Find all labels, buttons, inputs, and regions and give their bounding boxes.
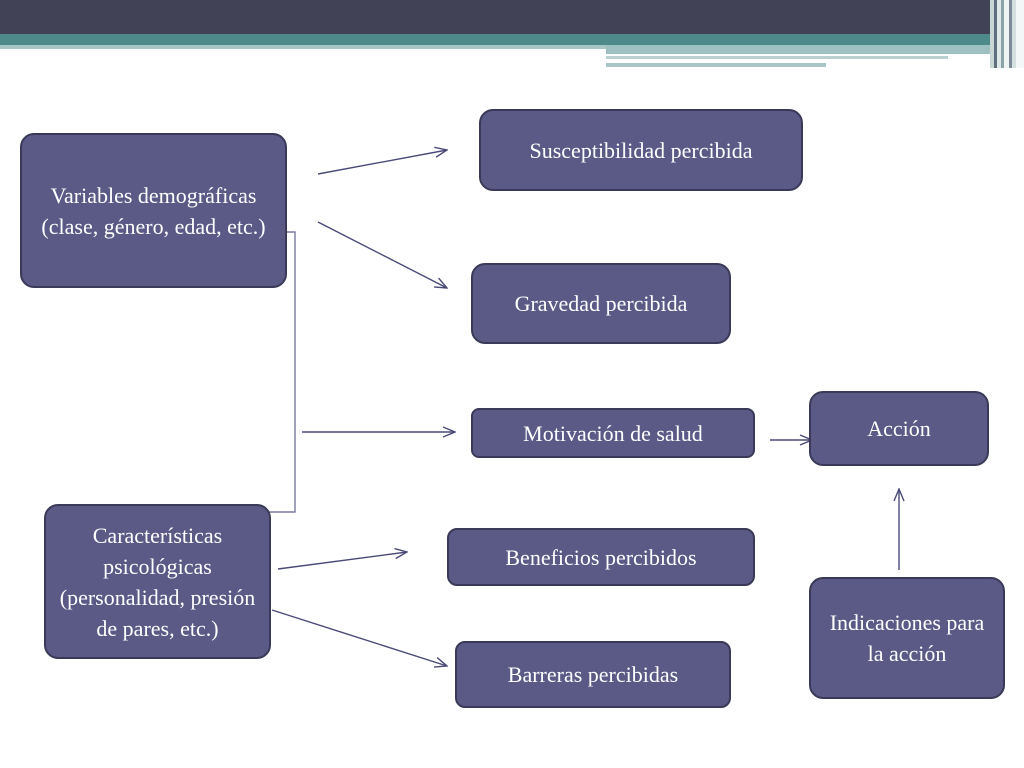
node-beneficios-percibidos: Beneficios percibidos <box>447 528 755 586</box>
arrow-to-gravedad <box>317 221 447 288</box>
arrow-to-barreras <box>271 609 447 666</box>
node-caracteristicas-psicologicas: Características psicológicas (personalid… <box>44 504 271 659</box>
node-barreras-percibidas: Barreras percibidas <box>455 641 731 708</box>
header-dark-band <box>0 0 1024 34</box>
header-teal-band <box>0 34 1024 45</box>
node-indicaciones-para-la-accion: Indicaciones para la acción <box>809 577 1005 699</box>
node-label: Motivación de salud <box>523 420 703 446</box>
node-label: Características psicológicas (personalid… <box>59 522 256 641</box>
header-thin-line-short <box>606 63 826 67</box>
node-label: Indicaciones para la acción <box>829 610 985 666</box>
node-label: Acción <box>867 416 931 441</box>
header-light-band <box>0 45 608 49</box>
header-light-band-right <box>606 45 1000 54</box>
arrow-to-susceptibilidad <box>317 150 447 175</box>
node-gravedad-percibida: Gravedad percibida <box>471 263 731 344</box>
header-thin-line <box>606 56 948 59</box>
node-label: Barreras percibidas <box>507 662 679 687</box>
node-label: Gravedad percibida <box>514 291 688 316</box>
node-label: Variables demográficas (clase, género, e… <box>41 182 266 239</box>
header-edge-stripes <box>990 0 1024 68</box>
node-accion: Acción <box>809 391 989 466</box>
arrow-to-beneficios <box>277 552 407 570</box>
node-susceptibilidad-percibida: Susceptibilidad percibida <box>479 109 803 191</box>
node-motivacion-de-salud: Motivación de salud <box>471 408 755 458</box>
node-label: Susceptibilidad percibida <box>529 137 753 163</box>
node-label: Beneficios percibidos <box>505 544 697 570</box>
node-variables-demograficas: Variables demográficas (clase, género, e… <box>20 133 287 288</box>
